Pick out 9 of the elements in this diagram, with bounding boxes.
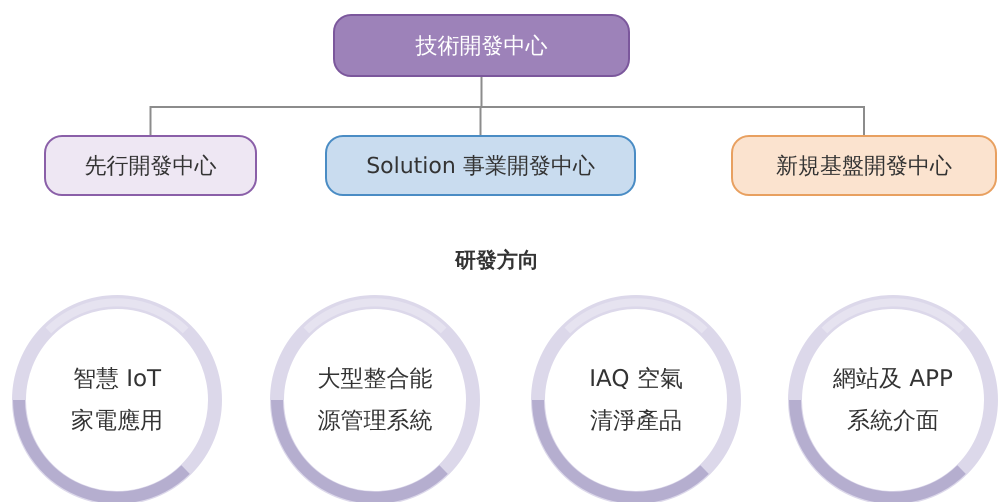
department-box: 先行開發中心 — [44, 135, 257, 196]
section-heading: 研發方向 — [455, 248, 539, 272]
department-box: Solution 事業開發中心 — [325, 135, 636, 196]
department-box: 新規基盤開發中心 — [731, 135, 997, 196]
topic-text: 網站及 APP系統介面 — [832, 365, 954, 436]
center-box: 技術開發中心 — [333, 14, 630, 77]
topic-text: IAQ 空氣清淨產品 — [588, 365, 684, 436]
topic-text: 大型整合能源管理系統 — [316, 365, 434, 436]
topic-text: 智慧 IoT家電應用 — [70, 365, 164, 436]
